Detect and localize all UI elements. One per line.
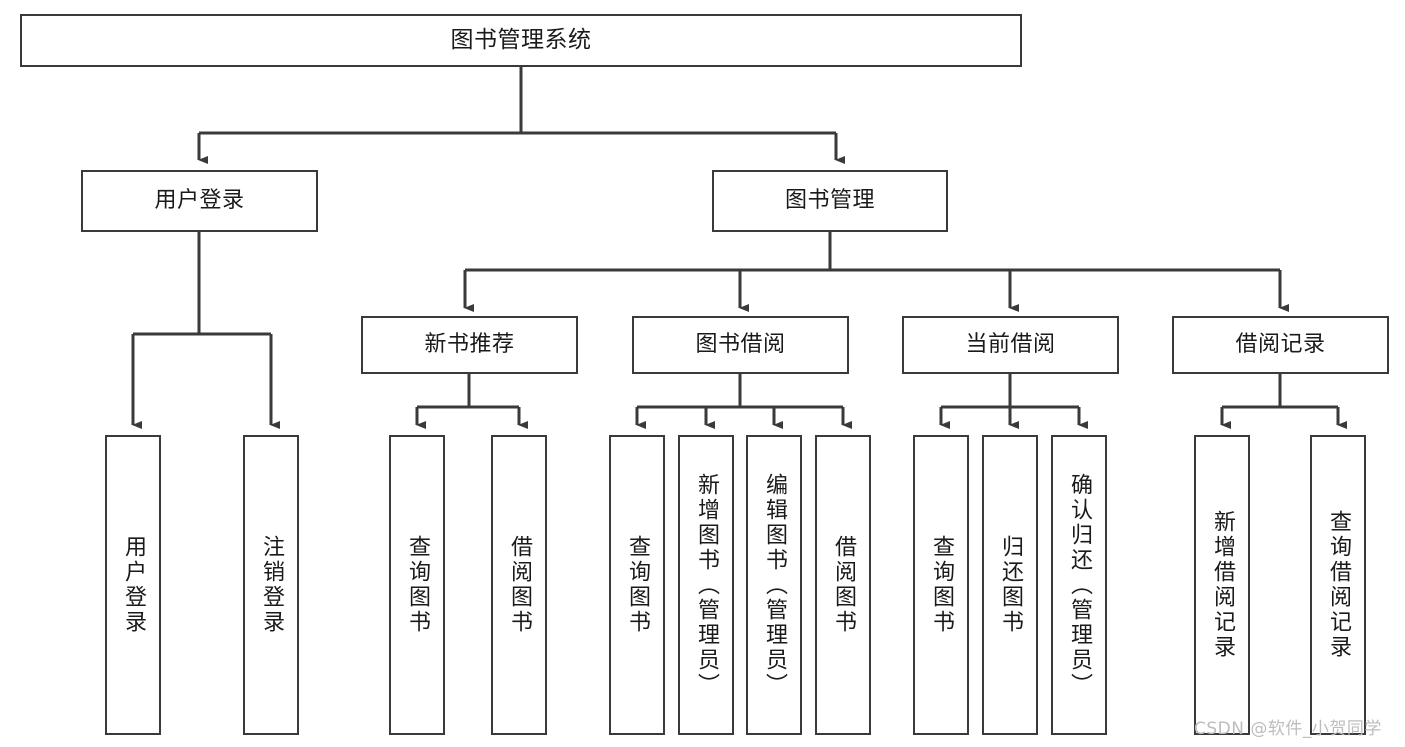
node-label: 注销登录 — [259, 535, 284, 635]
leaf-query-borrow-record[interactable]: 查询借阅记录 — [1310, 435, 1366, 735]
node-root-book-management-system[interactable]: 图书管理系统 — [20, 14, 1022, 67]
leaf-borrow-book[interactable]: 借阅图书 — [815, 435, 871, 735]
leaf-confirm-return-admin[interactable]: 确认归还（管理员） — [1051, 435, 1107, 735]
leaf-borrow-book-recommend[interactable]: 借阅图书 — [491, 435, 547, 735]
node-label: 图书管理 — [784, 188, 875, 214]
node-label: 查询图书 — [929, 535, 954, 635]
node-current-borrow[interactable]: 当前借阅 — [902, 316, 1119, 374]
node-label: 确认归还（管理员） — [1067, 472, 1092, 698]
node-label: 用户登录 — [154, 188, 245, 214]
node-label: 用户登录 — [121, 535, 146, 635]
node-label: 借阅记录 — [1235, 332, 1326, 358]
node-label: 编辑图书（管理员） — [762, 472, 787, 698]
node-label: 查询借阅记录 — [1326, 510, 1351, 660]
node-label: 新增借阅记录 — [1210, 510, 1235, 660]
node-new-book-recommend[interactable]: 新书推荐 — [361, 316, 578, 374]
leaf-query-book-current[interactable]: 查询图书 — [913, 435, 969, 735]
leaf-edit-book-admin[interactable]: 编辑图书（管理员） — [746, 435, 802, 735]
node-label: 查询图书 — [625, 535, 650, 635]
node-book-borrow[interactable]: 图书借阅 — [632, 316, 849, 374]
node-label: 归还图书 — [998, 535, 1023, 635]
node-user-login[interactable]: 用户登录 — [81, 170, 318, 232]
node-label: 新书推荐 — [424, 332, 515, 358]
node-label: 当前借阅 — [965, 332, 1056, 358]
node-label: 借阅图书 — [831, 535, 856, 635]
leaf-query-book-borrow[interactable]: 查询图书 — [609, 435, 665, 735]
node-label: 查询图书 — [405, 535, 430, 635]
leaf-add-book-admin[interactable]: 新增图书（管理员） — [678, 435, 734, 735]
node-book-management[interactable]: 图书管理 — [712, 170, 948, 232]
leaf-logout[interactable]: 注销登录 — [243, 435, 299, 735]
node-label: 借阅图书 — [507, 535, 532, 635]
leaf-return-book[interactable]: 归还图书 — [982, 435, 1038, 735]
node-label: 新增图书（管理员） — [694, 472, 719, 698]
leaf-add-borrow-record[interactable]: 新增借阅记录 — [1194, 435, 1250, 735]
node-borrow-record[interactable]: 借阅记录 — [1172, 316, 1389, 374]
leaf-user-login[interactable]: 用户登录 — [105, 435, 161, 735]
leaf-query-book-recommend[interactable]: 查询图书 — [389, 435, 445, 735]
node-label: 图书借阅 — [695, 332, 786, 358]
node-label: 图书管理系统 — [450, 26, 592, 53]
csdn-watermark: CSDN @软件_小贺同学 — [1194, 719, 1382, 739]
